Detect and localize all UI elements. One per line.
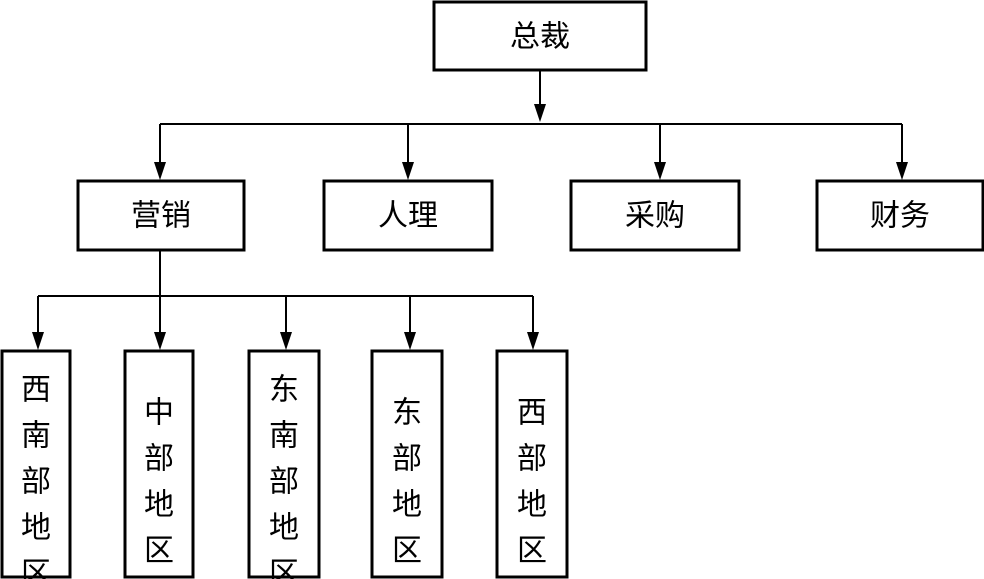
ceo-label: 总裁: [510, 20, 570, 55]
region-label: 西部地区: [517, 396, 547, 569]
to-region-5-arrow: [527, 332, 539, 350]
region-label: 中部地区: [144, 396, 174, 569]
region-node-central: 中部地区: [123, 349, 195, 579]
connectors: [32, 70, 908, 350]
dept-label: 营销: [131, 199, 191, 234]
region-box: [123, 349, 195, 579]
to-dept-1-arrow: [154, 162, 166, 180]
region-label: 东南部地区: [269, 373, 299, 579]
dept-box: [322, 179, 494, 252]
region-label: 东部地区: [392, 396, 422, 569]
region-box: [0, 349, 72, 579]
dept-node-finance: 财务: [815, 179, 984, 252]
dept-label: 人理: [378, 199, 438, 234]
to-region-1-arrow: [32, 332, 44, 350]
to-region-2-arrow: [154, 332, 166, 350]
dept-label: 财务: [870, 199, 930, 234]
region-node-east: 东部地区: [370, 349, 444, 579]
to-dept-2-arrow: [402, 162, 414, 180]
dept-label: 采购: [625, 199, 685, 234]
ceo-node: 总裁: [432, 0, 648, 72]
department-row: 营销 人理 采购 财务: [76, 179, 984, 252]
to-dept-3-arrow: [654, 162, 666, 180]
region-label: 西南部地区: [21, 373, 51, 579]
dept-box: [815, 179, 984, 252]
region-row: 西南部地区 中部地区 东南部地区 东部地区 西部地区: [0, 349, 569, 579]
dept-box: [569, 179, 741, 252]
ceo-box: [432, 0, 648, 72]
region-node-southeast: 东南部地区: [247, 349, 321, 579]
dept-node-marketing: 营销: [76, 179, 246, 252]
region-box: [247, 349, 321, 579]
dept-box: [76, 179, 246, 252]
to-dept-4-arrow: [896, 162, 908, 180]
region-box: [495, 349, 569, 579]
ceo-down-arrow: [534, 104, 546, 122]
to-region-3-arrow: [280, 332, 292, 350]
region-node-west: 西部地区: [495, 349, 569, 579]
dept-node-hr: 人理: [322, 179, 494, 252]
to-region-4-arrow: [404, 332, 416, 350]
dept-node-purchasing: 采购: [569, 179, 741, 252]
region-box: [370, 349, 444, 579]
region-node-southwest: 西南部地区: [0, 349, 72, 579]
